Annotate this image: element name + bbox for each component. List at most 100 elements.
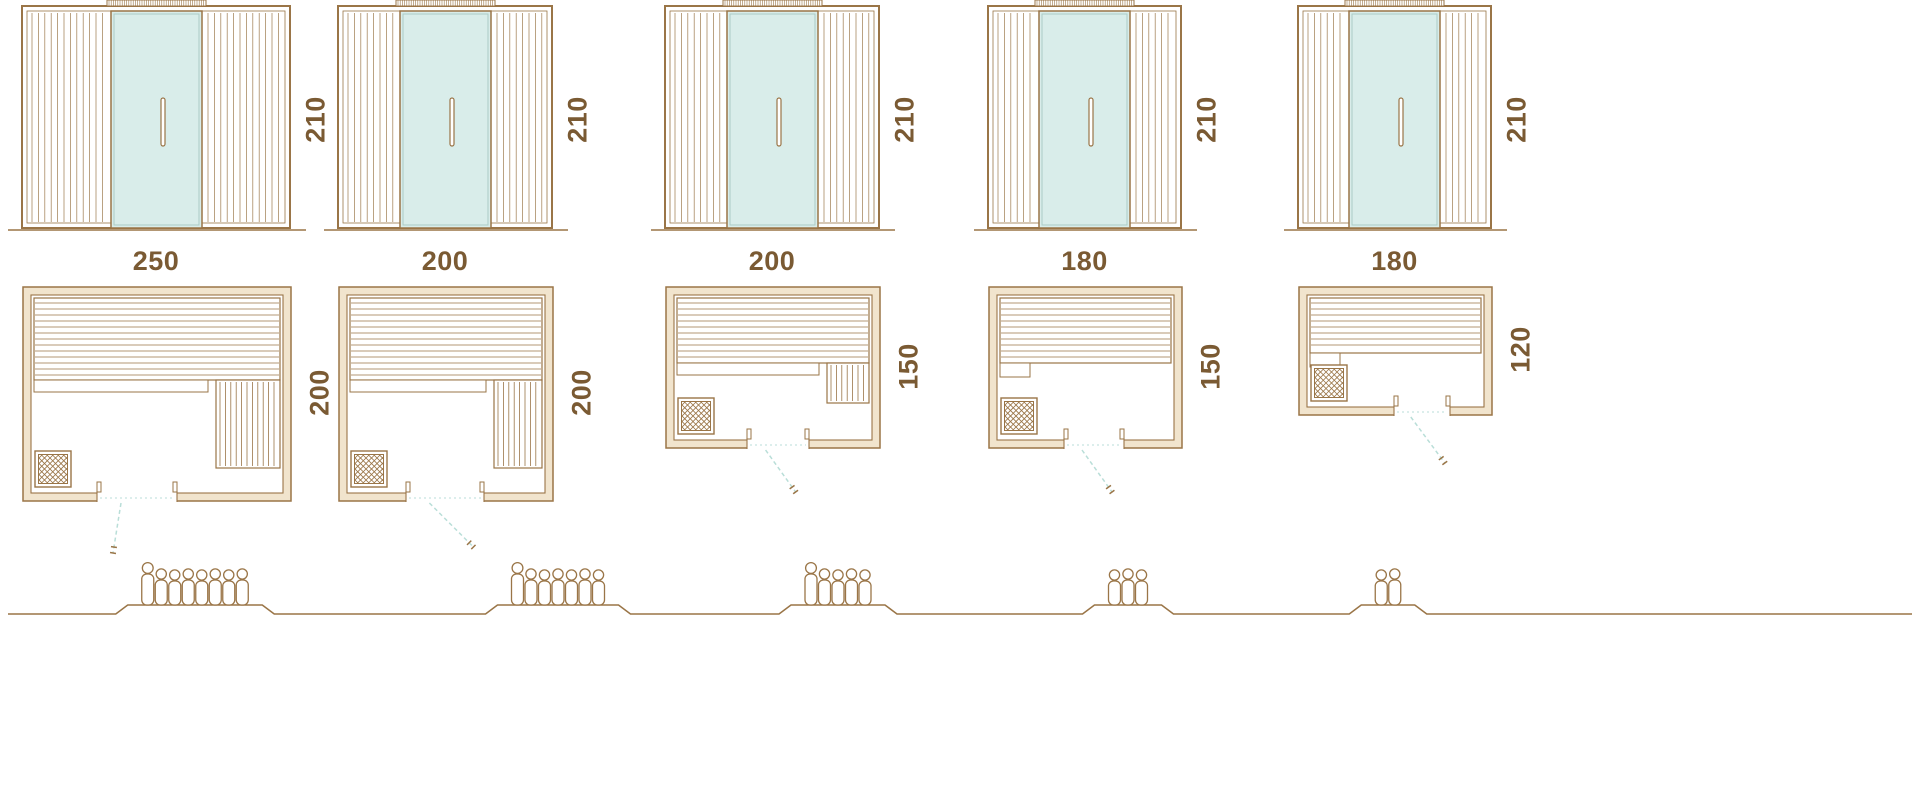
capacity-group bbox=[804, 561, 872, 606]
bench-step bbox=[349, 379, 487, 393]
height-dimension-label: 210 bbox=[1501, 96, 1532, 143]
top-bench bbox=[676, 297, 870, 364]
front-elevation bbox=[324, 0, 568, 231]
person-head bbox=[155, 568, 167, 580]
capacity-group bbox=[510, 561, 606, 606]
plan-width-dimension-label: 200 bbox=[748, 246, 796, 276]
front-elevation bbox=[1284, 0, 1507, 231]
top-bench bbox=[33, 297, 281, 381]
plan-width-dimension-label: 200 bbox=[421, 246, 469, 276]
person-head bbox=[222, 569, 235, 581]
roof-edge-hatch bbox=[1034, 0, 1135, 7]
person-body bbox=[804, 573, 818, 606]
person-head bbox=[525, 568, 537, 580]
person-head bbox=[538, 569, 551, 581]
capacity-group bbox=[1107, 568, 1149, 606]
person-body bbox=[817, 579, 832, 606]
sauna-column-1: 210 250 200 bbox=[8, 0, 360, 560]
door-handle bbox=[776, 97, 782, 147]
side-bench bbox=[493, 379, 543, 469]
person-body bbox=[195, 580, 209, 606]
door-swing-line bbox=[109, 502, 122, 555]
person-body bbox=[1121, 579, 1135, 606]
person-head bbox=[1122, 568, 1134, 580]
door-swing-line bbox=[1410, 416, 1448, 466]
person-body bbox=[181, 579, 195, 606]
glass-door bbox=[399, 10, 492, 229]
roof-edge-hatch bbox=[106, 0, 207, 7]
glass-door bbox=[1348, 10, 1441, 229]
heater-lattice bbox=[1314, 368, 1344, 398]
top-bench bbox=[1309, 297, 1482, 354]
person-head bbox=[579, 568, 591, 580]
plan-depth-dimension-label: 150 bbox=[893, 342, 924, 390]
height-dimension-label: 210 bbox=[889, 96, 920, 143]
floor-plan bbox=[1298, 286, 1493, 466]
sauna-column-2: 210 200 200 bbox=[324, 0, 622, 560]
door-handle bbox=[1088, 97, 1094, 147]
sauna-column-4: 210 180 150 bbox=[974, 0, 1251, 560]
person-body bbox=[551, 579, 565, 606]
wall-slats bbox=[1307, 13, 1479, 222]
plan-depth-dimension-label: 150 bbox=[1195, 342, 1226, 390]
person-head bbox=[1389, 568, 1401, 580]
person-head bbox=[182, 568, 194, 580]
door-swing-line bbox=[764, 449, 799, 495]
roof-edge-hatch bbox=[722, 0, 823, 7]
front-elevation bbox=[651, 0, 895, 231]
person-body bbox=[208, 579, 222, 606]
plan-width-dimension-label: 180 bbox=[1371, 246, 1418, 276]
person-head bbox=[565, 569, 578, 581]
person-body bbox=[235, 579, 249, 606]
person-body bbox=[844, 579, 859, 606]
top-bench bbox=[999, 297, 1172, 364]
person-head bbox=[141, 561, 154, 575]
person-head bbox=[859, 569, 871, 581]
door-swing-line bbox=[1081, 449, 1115, 495]
capacity-figures-row bbox=[8, 561, 1912, 615]
person-head bbox=[804, 561, 818, 575]
glass-door bbox=[1038, 10, 1131, 229]
wall-slats bbox=[997, 13, 1169, 222]
person-body bbox=[537, 580, 552, 606]
capacity-group bbox=[141, 561, 249, 606]
bench-step bbox=[999, 362, 1031, 378]
roof-edge-hatch bbox=[395, 0, 496, 7]
person-head bbox=[1108, 569, 1121, 581]
bench-step bbox=[676, 362, 820, 376]
person-head bbox=[845, 568, 858, 580]
wall-slats bbox=[674, 13, 870, 222]
capacity-group bbox=[1374, 568, 1402, 606]
person-head bbox=[195, 569, 208, 581]
heater-lattice bbox=[681, 401, 711, 431]
person-head bbox=[818, 568, 831, 580]
person-body bbox=[222, 580, 236, 606]
person-body bbox=[1388, 579, 1402, 606]
person-head bbox=[832, 569, 844, 581]
side-bench bbox=[826, 362, 870, 404]
front-elevation bbox=[974, 0, 1197, 231]
heater-lattice bbox=[354, 454, 384, 484]
plan-depth-dimension-label: 200 bbox=[304, 369, 335, 416]
sauna-column-5: 210 180 120 bbox=[1284, 0, 1561, 560]
height-dimension-label: 210 bbox=[1191, 96, 1222, 143]
person-head bbox=[168, 569, 181, 581]
person-body bbox=[510, 573, 525, 606]
heater-lattice bbox=[1004, 401, 1034, 431]
floor-plan bbox=[665, 286, 881, 495]
door-swing-line bbox=[428, 502, 477, 550]
person-head bbox=[1135, 569, 1148, 581]
glass-door bbox=[110, 10, 203, 229]
height-dimension-label: 210 bbox=[562, 96, 593, 143]
person-body bbox=[524, 579, 538, 606]
person-body bbox=[578, 579, 592, 606]
person-head bbox=[209, 568, 221, 580]
floor-plan bbox=[988, 286, 1183, 495]
door-handle bbox=[1398, 97, 1404, 147]
wall-slats bbox=[31, 13, 279, 222]
plan-width-dimension-label: 180 bbox=[1061, 246, 1108, 276]
front-elevation bbox=[8, 0, 306, 231]
plan-width-dimension-label: 250 bbox=[132, 246, 180, 276]
person-body bbox=[154, 579, 168, 606]
